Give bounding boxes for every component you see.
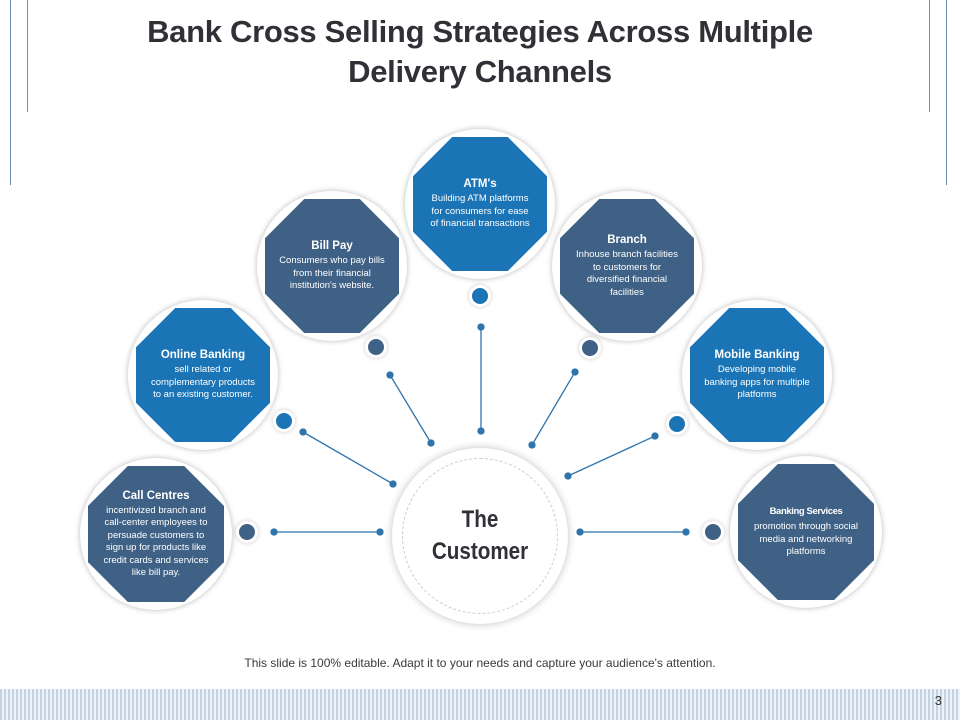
channel-dot-atms bbox=[472, 288, 488, 304]
center-dashed-ring: The Customer bbox=[402, 458, 558, 614]
connector-endpoint bbox=[386, 371, 394, 379]
channel-description: sell related or complementary products t… bbox=[150, 364, 256, 401]
connector-endpoint bbox=[299, 428, 307, 436]
decorative-line bbox=[946, 0, 947, 185]
octagon-shape: ATM's Building ATM platforms for consume… bbox=[413, 137, 547, 271]
footer-note: This slide is 100% editable. Adapt it to… bbox=[244, 656, 716, 670]
connector-endpoint bbox=[571, 368, 579, 376]
connector-endpoint bbox=[564, 472, 572, 480]
connector-endpoint bbox=[427, 439, 435, 447]
connector-endpoint bbox=[651, 432, 659, 440]
channel-dot-bill-pay bbox=[368, 339, 384, 355]
channel-node-bill-pay: Bill Pay Consumers who pay bills from th… bbox=[257, 191, 407, 341]
octagon-shape: Branch Inhouse branch facilities to cust… bbox=[560, 199, 694, 333]
channel-title: Call Centres bbox=[122, 489, 190, 502]
octagon-shape: Mobile Banking Developing mobile banking… bbox=[690, 308, 824, 442]
connector-bill-pay bbox=[389, 374, 432, 444]
connector-branch bbox=[531, 371, 576, 446]
channel-description: Inhouse branch facilities to customers f… bbox=[576, 249, 678, 298]
decorative-line bbox=[27, 0, 28, 112]
connector-endpoint bbox=[477, 323, 485, 331]
center-label-line2: Customer bbox=[431, 538, 529, 565]
page-number: 3 bbox=[934, 693, 942, 708]
channel-dot-online-banking bbox=[276, 413, 292, 429]
channel-dot-mobile-banking bbox=[669, 416, 685, 432]
center-label: The Customer bbox=[432, 504, 528, 568]
connector-endpoint bbox=[682, 528, 690, 536]
decorative-line bbox=[929, 0, 930, 112]
channel-description: promotion through social media and netwo… bbox=[753, 521, 859, 558]
connector-endpoint bbox=[528, 441, 536, 449]
bottom-decorative-bar bbox=[0, 689, 960, 720]
channel-node-atms: ATM's Building ATM platforms for consume… bbox=[405, 129, 555, 279]
channel-title: Banking Services bbox=[769, 506, 843, 518]
connector-endpoint bbox=[389, 480, 397, 488]
octagon-shape: Call Centres incentivized branch and cal… bbox=[88, 466, 224, 602]
channel-node-branch: Branch Inhouse branch facilities to cust… bbox=[552, 191, 702, 341]
channel-node-mobile-banking: Mobile Banking Developing mobile banking… bbox=[682, 300, 832, 450]
center-label-line1: The bbox=[461, 506, 499, 533]
channel-title: Mobile Banking bbox=[714, 349, 800, 362]
channel-dot-banking-services bbox=[705, 524, 721, 540]
channel-title: Online Banking bbox=[160, 349, 246, 362]
channel-description: Consumers who pay bills from their finan… bbox=[279, 255, 385, 292]
channel-description: incentivized branch and call-center empl… bbox=[103, 504, 209, 579]
connector-endpoint bbox=[576, 528, 584, 536]
connector-mobile-banking bbox=[567, 435, 656, 477]
octagon-shape: Online Banking sell related or complemen… bbox=[136, 308, 270, 442]
connector-online-banking bbox=[302, 431, 394, 485]
channel-node-banking-services: Banking Services promotion through socia… bbox=[730, 456, 882, 608]
center-customer-circle: The Customer bbox=[392, 448, 568, 624]
connector-endpoint bbox=[477, 427, 485, 435]
connector-endpoint bbox=[270, 528, 278, 536]
octagon-shape: Bill Pay Consumers who pay bills from th… bbox=[265, 199, 399, 333]
channel-description: Building ATM platforms for consumers for… bbox=[430, 193, 530, 230]
slide-title: Bank Cross Selling Strategies Across Mul… bbox=[147, 14, 813, 89]
channel-node-online-banking: Online Banking sell related or complemen… bbox=[128, 300, 278, 450]
channel-description: Developing mobile banking apps for multi… bbox=[704, 364, 810, 401]
channel-title: Bill Pay bbox=[311, 240, 353, 253]
channel-title: Branch bbox=[607, 234, 647, 246]
decorative-line bbox=[10, 0, 11, 185]
channel-dot-call-centres bbox=[239, 524, 255, 540]
channel-title: ATM's bbox=[463, 178, 497, 191]
channel-dot-branch bbox=[582, 340, 598, 356]
channel-node-call-centres: Call Centres incentivized branch and cal… bbox=[80, 458, 232, 610]
octagon-shape: Banking Services promotion through socia… bbox=[738, 464, 874, 600]
connector-endpoint bbox=[376, 528, 384, 536]
